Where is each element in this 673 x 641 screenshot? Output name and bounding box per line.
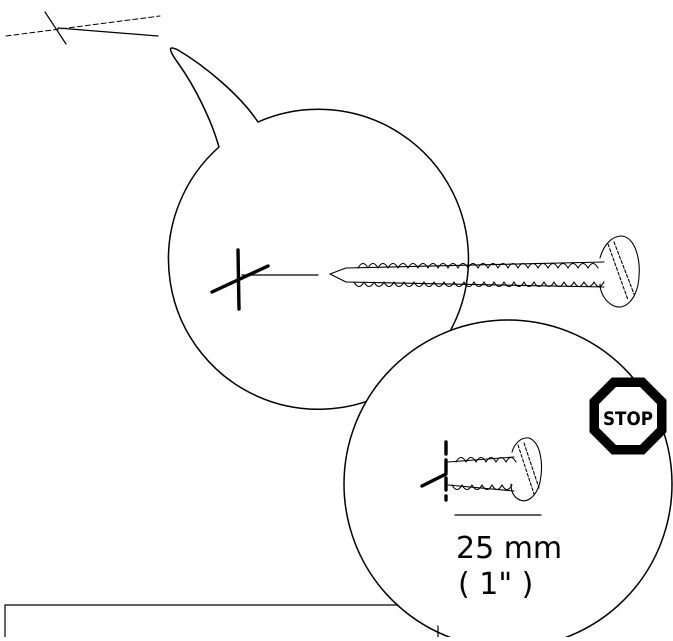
dashed-guide-line: [5, 15, 161, 37]
pencil-mark-detail: [5, 11, 161, 45]
callout-pointer-line: [57, 27, 159, 37]
stop-sign-icon: STOP: [589, 377, 667, 455]
stop-sign-label: STOP: [603, 408, 653, 430]
screw-depth-imperial: ( 1" ): [458, 567, 533, 602]
panel-frame: [4, 604, 439, 638]
cross-mark-stroke: [44, 11, 67, 45]
screw-depth-metric: 25 mm: [456, 531, 562, 566]
cross-mark-icon: [210, 248, 319, 311]
short-screw-icon: [420, 437, 543, 502]
callout-bubble: [167, 47, 470, 410]
wood-screw-icon: [329, 235, 640, 308]
